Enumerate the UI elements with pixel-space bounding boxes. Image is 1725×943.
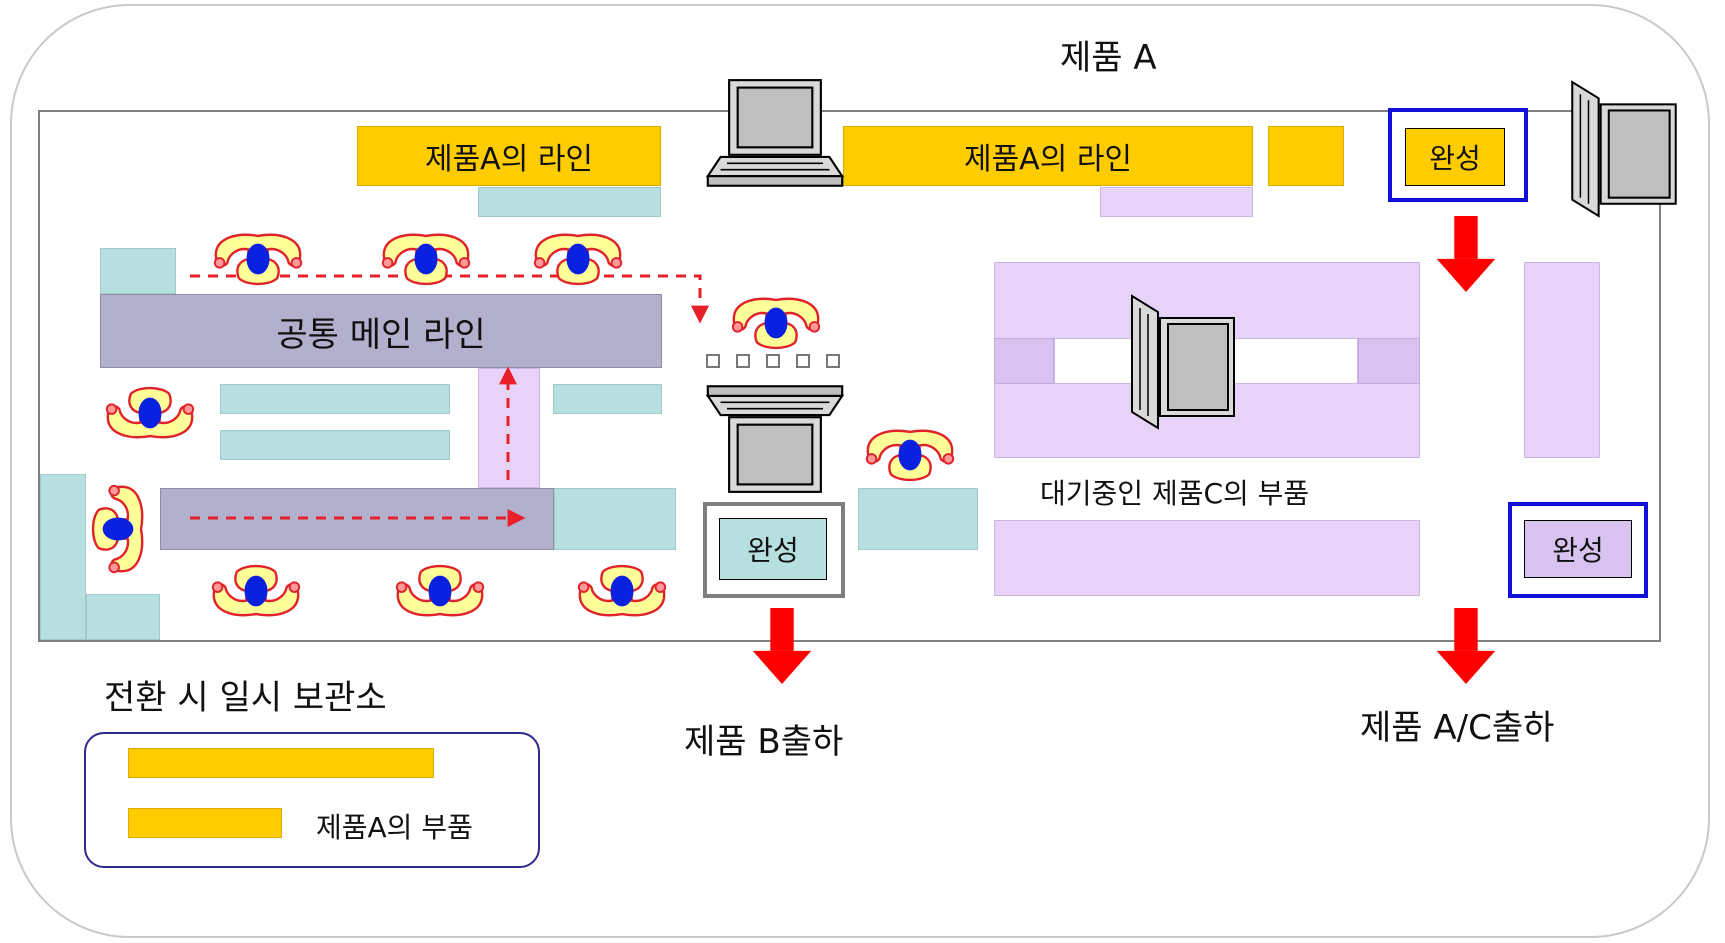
worker-icon: [533, 233, 623, 286]
parts-strip-1: [220, 384, 450, 414]
line-a-small-block: [1268, 126, 1344, 186]
complete-frame-top-right: [1388, 108, 1528, 202]
side-storage-corner: [86, 594, 160, 640]
complete-frame-bottom-right: [1508, 502, 1648, 598]
worker-icon: [91, 484, 144, 574]
complete-box-center: 완성: [719, 518, 827, 580]
laptop-icon: [706, 79, 844, 187]
waiting-area-c-left: [994, 338, 1054, 384]
feeder-vertical: [478, 368, 540, 488]
complete-box-top-right: 완성: [1405, 128, 1505, 186]
parts-block-top-left: [100, 248, 176, 294]
complete-frame-center: [703, 502, 845, 598]
parts-strip-3: [553, 384, 662, 414]
red-down-arrow-icon: [1436, 216, 1496, 293]
complete-box-bottom-right: 완성: [1524, 520, 1632, 578]
waiting-parts-label: 대기중인 제품C의 부품: [1040, 477, 1310, 510]
parts-block-center: [858, 488, 978, 550]
sub-line-end: [554, 488, 676, 550]
queue-slot: [766, 354, 780, 368]
parts-column-right: [1524, 262, 1600, 458]
line-a-left: 제품A의 라인: [357, 126, 661, 186]
red-down-arrow-icon: [1436, 608, 1496, 685]
temp-storage-label: 전환 시 일시 보관소: [104, 678, 387, 718]
line-a-center: 제품A의 라인: [843, 126, 1253, 186]
laptop-icon: [1131, 295, 1235, 429]
sub-line-bottom: [160, 488, 554, 550]
worker-icon: [395, 564, 485, 617]
waiting-area-c-bottom: [994, 520, 1420, 596]
diagram-title: 제품 A: [1060, 38, 1157, 78]
line-a-center-parts: [1100, 187, 1253, 217]
red-down-arrow-icon: [752, 608, 812, 685]
worker-icon: [211, 564, 301, 617]
worker-icon: [865, 429, 955, 482]
queue-slot: [736, 354, 750, 368]
queue-slot: [796, 354, 810, 368]
worker-icon: [213, 233, 303, 286]
queue-slot: [826, 354, 840, 368]
queue-slot: [706, 354, 720, 368]
outer-frame: [10, 4, 1710, 938]
side-storage: [40, 474, 86, 640]
parts-strip-2: [220, 430, 450, 460]
common-main-line: 공통 메인 라인: [100, 294, 662, 368]
laptop-icon: [706, 385, 844, 493]
worker-icon: [105, 386, 195, 439]
worker-icon: [381, 233, 471, 286]
line-a-left-parts: [478, 187, 661, 217]
factory-floor: [38, 110, 1661, 642]
storage-yellow-bar: [128, 748, 434, 778]
worker-icon: [731, 297, 821, 350]
legend-swatch-parts-a: [128, 808, 282, 838]
legend-label-parts-a: 제품A의 부품: [316, 811, 473, 844]
worker-icon: [577, 564, 667, 617]
laptop-icon: [1571, 81, 1677, 217]
ship-b-label: 제품 B출하: [684, 722, 844, 762]
ship-ac-label: 제품 A/C출하: [1360, 708, 1555, 748]
temp-storage-box: [84, 732, 540, 868]
waiting-area-c-right: [1358, 338, 1420, 384]
